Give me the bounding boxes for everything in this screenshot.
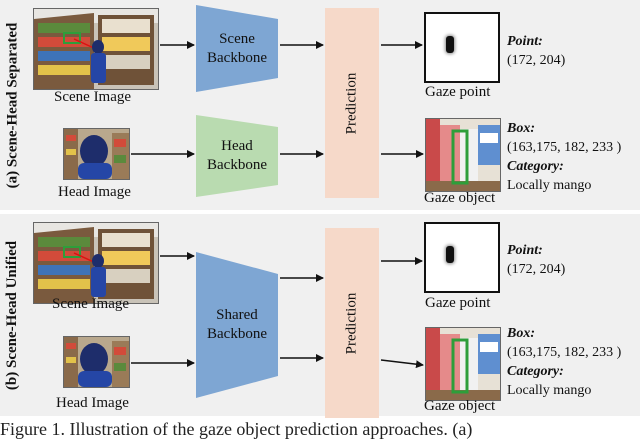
shared-backbone: Shared Backbone [196,252,278,398]
gaze-object-image [425,118,501,192]
shared-backbone-shape [196,252,278,398]
head-image-label: Head Image [56,395,129,411]
point-annotation: Point: (172, 204) [507,241,565,279]
gaze-point-map [424,12,500,83]
box-value: (163,175, 182, 233 ) [507,140,622,155]
point-key: Point: [507,243,543,258]
category-value: Locally mango [507,383,592,398]
point-value: (172, 204) [507,53,566,68]
head-image-label: Head Image [58,184,131,200]
scene-image-label: Scene Image [52,296,130,312]
gaze-object-label: Gaze object [424,398,496,414]
product-shelf-photo [426,119,500,191]
prediction-block: Prediction [325,228,379,418]
shared-backbone-label: Shared Backbone [207,307,267,342]
figure-caption: Figure 1. Illustration of the gaze objec… [0,419,473,439]
gaze-point-spot [446,246,454,263]
store-shelf-photo [34,223,158,303]
point-value: (172, 204) [507,262,566,277]
scene-image-label: Scene Image [54,89,132,105]
panel-b-side-label: (b) Scene-Head Unified [4,240,21,390]
prediction-label: Prediction [343,292,360,354]
point-key: Point: [507,34,543,49]
category-key: Category: [507,364,564,379]
scene-backbone-shape [196,5,278,92]
box-key: Box: [507,121,535,136]
box-annotation: Box: (163,175, 182, 233 ) Category: Loca… [507,119,621,195]
category-value: Locally mango [507,178,592,193]
gaze-object-image [425,327,501,401]
head-backbone-shape [196,115,278,197]
panel-a: (a) Scene-Head Separated Scene Image [0,0,640,210]
scene-image [33,222,159,304]
box-annotation: Box: (163,175, 182, 233 ) Category: Loca… [507,324,621,400]
person-head-photo [64,337,129,387]
gaze-point-spot [446,36,454,53]
product-shelf-photo [426,328,500,400]
scene-backbone-label: Scene Backbone [207,30,267,66]
panel-a-side-label: (a) Scene-Head Separated [4,22,21,188]
head-image [63,336,130,388]
gaze-point-map [424,222,500,293]
head-backbone: Head Backbone [196,115,278,197]
box-value: (163,175, 182, 233 ) [507,345,622,360]
store-shelf-photo [34,9,158,89]
scene-image [33,8,159,90]
prediction-block: Prediction [325,8,379,198]
gaze-point-label: Gaze point [425,295,491,311]
person-head-photo [64,129,129,179]
category-key: Category: [507,159,564,174]
head-image [63,128,130,180]
box-key: Box: [507,326,535,341]
prediction-label: Prediction [343,72,360,134]
gaze-object-label: Gaze object [424,190,496,206]
point-annotation: Point: (172, 204) [507,32,565,70]
panel-b: (b) Scene-Head Unified Scene Image [0,214,640,418]
scene-backbone: Scene Backbone [196,5,278,92]
gaze-point-label: Gaze point [425,84,491,100]
head-backbone-label: Head Backbone [207,138,267,173]
